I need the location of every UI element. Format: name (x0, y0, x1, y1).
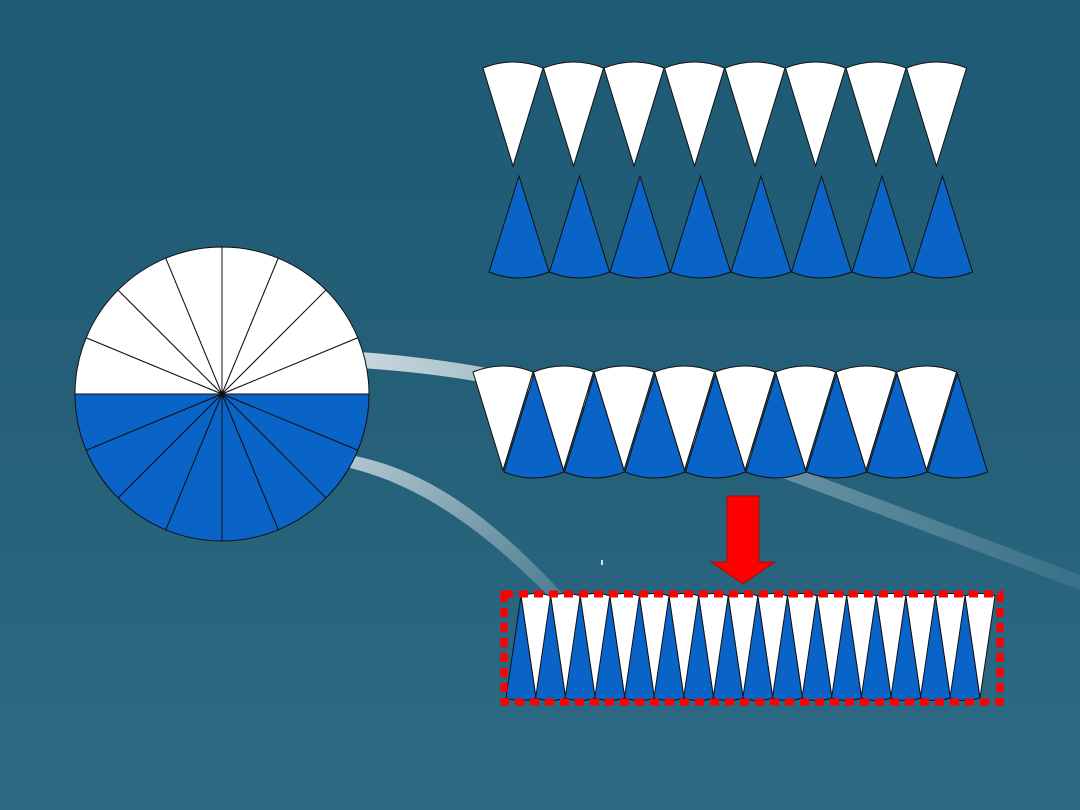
blue-sector (730, 174, 792, 279)
blue-sector (851, 174, 913, 279)
white-sector (964, 593, 996, 699)
white-sector (603, 61, 665, 168)
blue-sector (866, 372, 928, 479)
blue-sector-row (488, 174, 974, 279)
rearranged-sector-row (505, 593, 996, 701)
white-sector (663, 61, 726, 168)
highlight-box (500, 590, 1004, 706)
white-sector (895, 365, 958, 472)
blue-sector (684, 372, 747, 479)
blue-sector (488, 174, 550, 279)
blue-sector (563, 372, 626, 479)
blue-sector (624, 372, 686, 479)
white-sector (905, 61, 968, 168)
blue-sector (805, 372, 868, 479)
blue-sector (926, 372, 989, 479)
blue-sector (548, 174, 611, 279)
white-sector (482, 61, 544, 168)
white-sector (784, 61, 847, 168)
white-sector (542, 61, 605, 168)
blue-sector (790, 174, 853, 279)
blue-sector (669, 174, 732, 279)
down-arrow-icon (709, 495, 777, 585)
white-sector (724, 61, 786, 168)
speck-mark (601, 560, 603, 565)
blue-sector (911, 174, 974, 279)
white-sector (845, 61, 907, 168)
blue-sector (745, 372, 807, 479)
blue-sector (609, 174, 671, 279)
blue-sector (74, 393, 223, 451)
interleaved-sector-row (472, 365, 989, 479)
circle-sectors (74, 246, 370, 542)
white-sector-row (482, 61, 968, 168)
blue-sector (503, 372, 565, 479)
